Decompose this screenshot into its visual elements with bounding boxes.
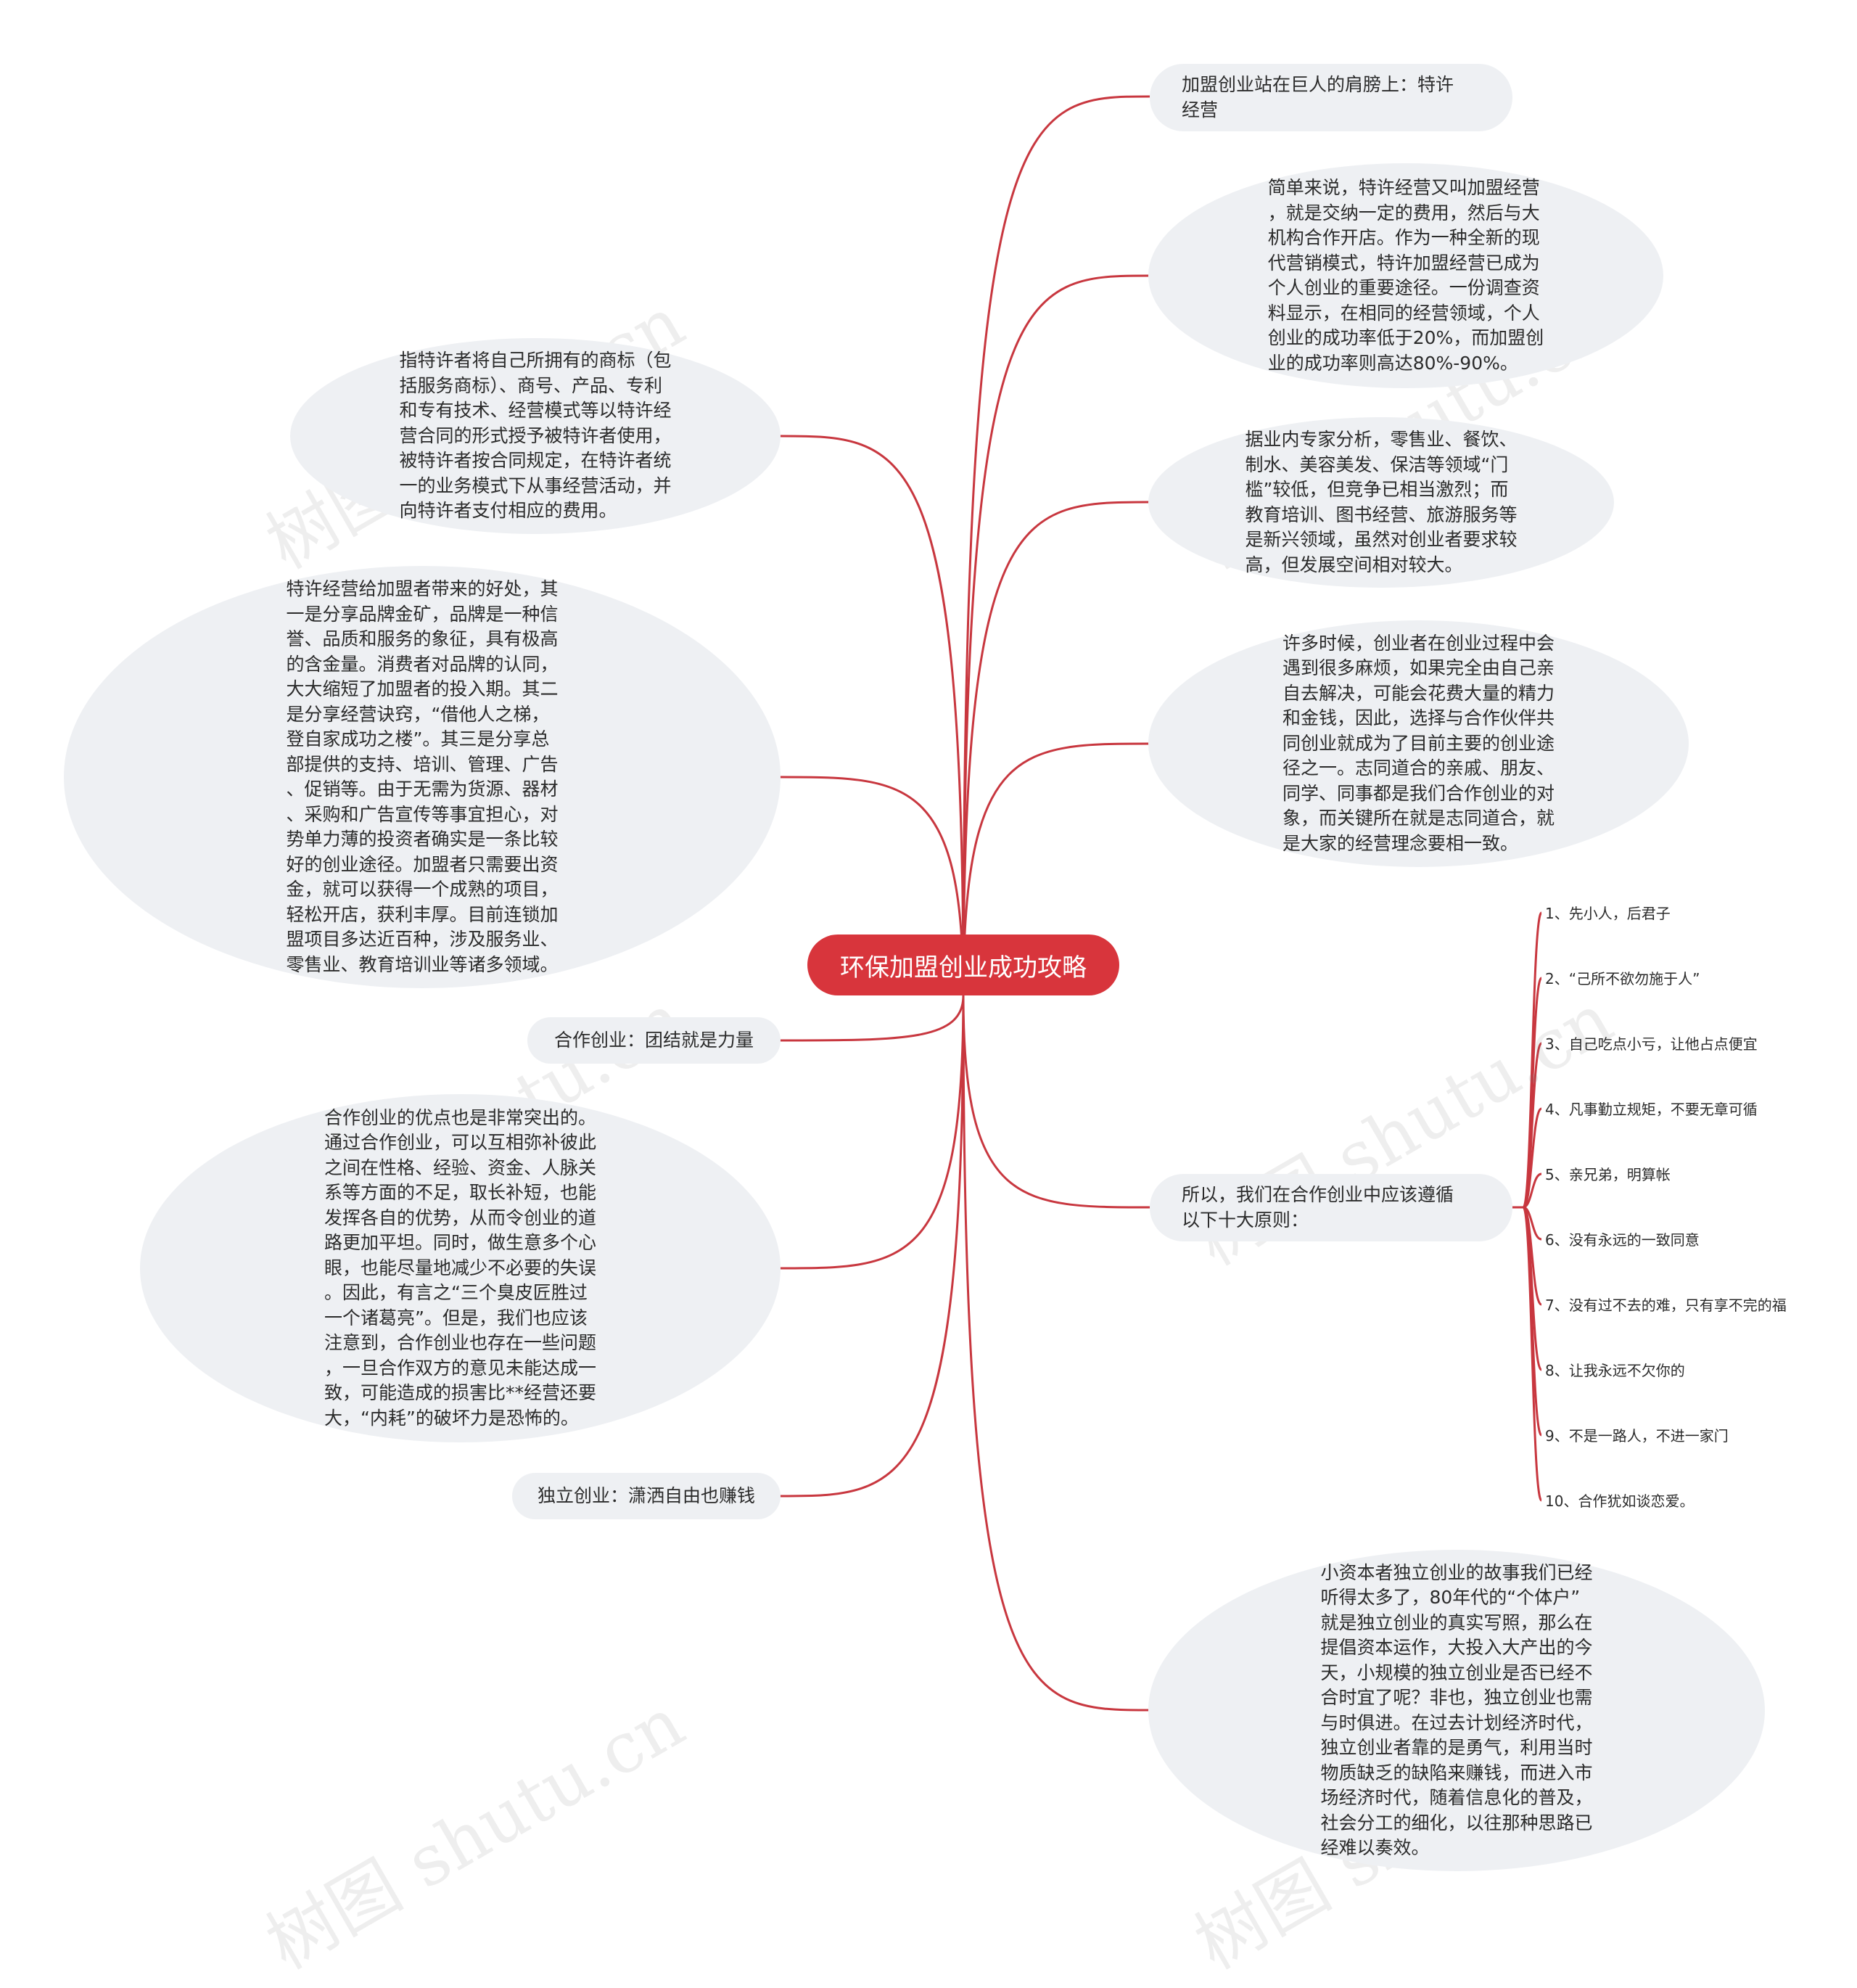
principle-item[interactable]: 7、没有过不去的难，只有享不完的福 [1545,1297,1787,1314]
branch-line [780,435,965,996]
principle-item[interactable]: 6、没有永远的一致同意 [1545,1231,1700,1249]
topic-text: 特许经营给加盟者带来的好处，其 一是分享品牌金矿，品牌是一种信 誉、品质和服务的… [286,578,559,975]
root-topic[interactable]: 环保加盟创业成功攻略 [807,935,1119,995]
topic-franchise-benefits[interactable]: 特许经营给加盟者带来的好处，其 一是分享品牌金矿，品牌是一种信 誉、品质和服务的… [64,566,781,988]
topic-text: 独立创业：潇洒自由也赚钱 [537,1484,755,1506]
branch-line [780,995,965,1498]
topic-text: 所以，我们在合作创业中应该遵循 以下十大原则： [1182,1184,1454,1231]
topic-independent-story[interactable]: 小资本者独立创业的故事我们已经 听得太多了，80年代的“个体户” 就是独立创业的… [1148,1550,1765,1871]
topic-franchise-definition[interactable]: 简单来说，特许经营又叫加盟经营 ，就是交纳一定的费用，然后与大 机构合作开店。作… [1148,163,1663,388]
branch-line [962,742,1150,996]
principle-item[interactable]: 2、“己所不欲勿施于人” [1545,970,1700,987]
topic-partnership-intro[interactable]: 许多时候，创业者在创业过程中会 遇到很多麻烦，如果完全由自己亲 自去解决，可能会… [1148,620,1689,867]
principle-line [1512,1206,1543,1502]
topic-text: 加盟创业站在巨人的肩膀上：特许 经营 [1182,74,1454,120]
principle-item[interactable]: 4、凡事勤立规矩，不要无章可循 [1545,1101,1758,1118]
principle-item[interactable]: 5、亲兄弟，明算帐 [1545,1166,1671,1183]
root-topic-label: 环保加盟创业成功攻略 [840,953,1087,982]
topic-independent-title[interactable]: 独立创业：潇洒自由也赚钱 [512,1473,781,1519]
branch-line [780,995,965,1270]
principle-item[interactable]: 1、先小人，后君子 [1545,905,1671,922]
branch-line [962,95,1150,996]
principle-item[interactable]: 8、让我永远不欠你的 [1545,1362,1685,1379]
topic-ten-principles[interactable]: 所以，我们在合作创业中应该遵循 以下十大原则： [1150,1174,1512,1241]
topic-text: 合作创业：团结就是力量 [553,1029,754,1051]
topic-text: 据业内专家分析，零售业、餐饮、 制水、美容美发、保洁等领域“门 槛”较低，但竞争… [1245,429,1518,575]
principle-item[interactable]: 3、自己吃点小亏，让他占点便宜 [1545,1035,1758,1053]
topic-cooperation-title[interactable]: 合作创业：团结就是力量 [527,1017,781,1064]
branch-line [962,995,1150,1712]
topic-text: 小资本者独立创业的故事我们已经 听得太多了，80年代的“个体户” 就是独立创业的… [1320,1561,1593,1859]
topic-text: 许多时候，创业者在创业过程中会 遇到很多麻烦，如果完全由自己亲 自去解决，可能会… [1282,632,1555,854]
topic-text: 指特许者将自己所拥有的商标（包 括服务商标）、商号、产品、专利 和专有技术、经营… [399,350,672,522]
branch-line [962,274,1150,996]
topic-industry-analysis[interactable]: 据业内专家分析，零售业、餐饮、 制水、美容美发、保洁等领域“门 槛”较低，但竞争… [1148,417,1614,588]
branch-line [962,501,1150,996]
branch-line [780,776,965,996]
topic-franchise-title[interactable]: 加盟创业站在巨人的肩膀上：特许 经营 [1150,64,1512,131]
topic-cooperation-advantages[interactable]: 合作创业的优点也是非常突出的。 通过合作创业，可以互相弥补彼此 之间在性格、经验… [140,1094,781,1442]
topic-franchise-meaning[interactable]: 指特许者将自己所拥有的商标（包 括服务商标）、商号、产品、专利 和专有技术、经营… [290,338,781,534]
principle-item[interactable]: 10、合作犹如谈恋爱。 [1545,1492,1695,1510]
topic-text: 简单来说，特许经营又叫加盟经营 ，就是交纳一定的费用，然后与大 机构合作开店。作… [1267,177,1544,374]
connector-lines [780,95,1543,1712]
topic-text: 合作创业的优点也是非常突出的。 通过合作创业，可以互相弥补彼此 之间在性格、经验… [324,1106,596,1429]
branch-line [780,995,965,1042]
principle-item[interactable]: 9、不是一路人，不进一家门 [1545,1427,1729,1445]
branch-line [962,995,1150,1209]
